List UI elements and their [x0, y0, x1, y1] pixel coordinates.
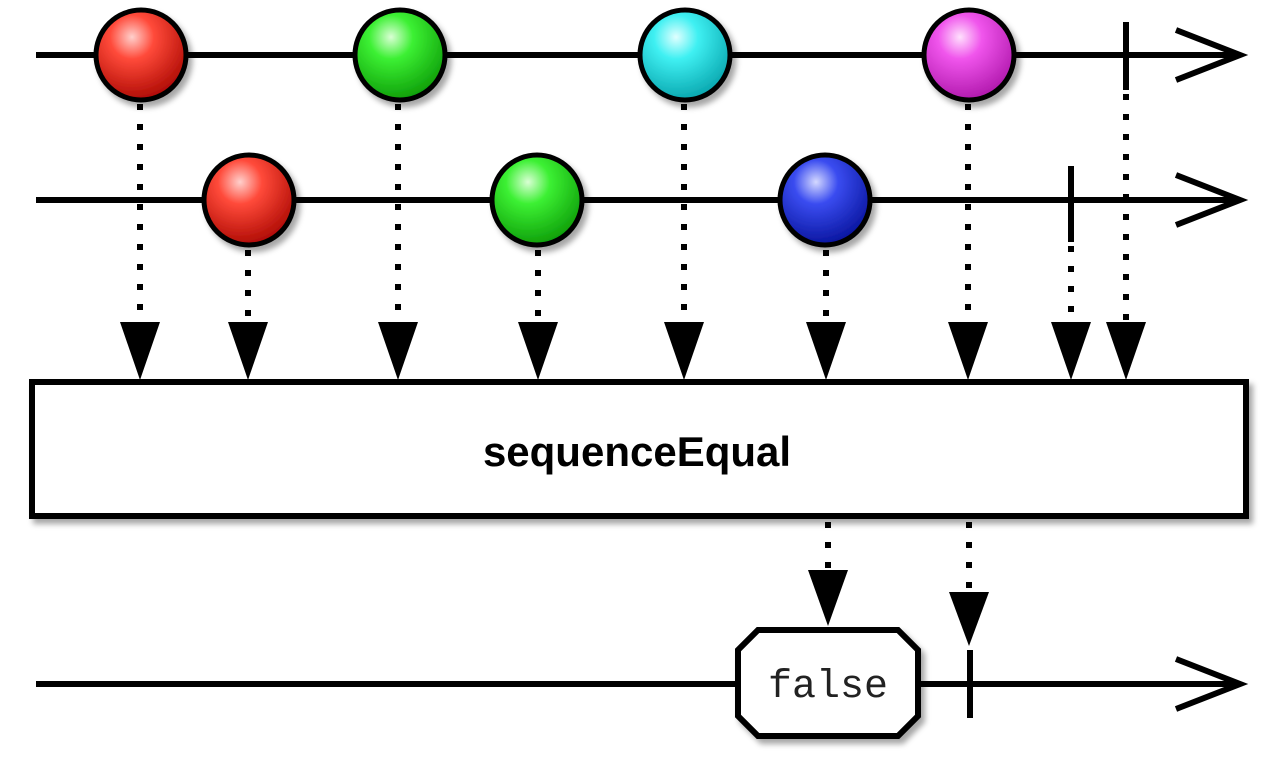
result-item: false — [735, 627, 921, 739]
output-timeline — [36, 650, 1249, 718]
marble-red — [201, 152, 297, 248]
marble-green — [352, 7, 448, 103]
marble-magenta — [921, 7, 1017, 103]
marble-blue — [777, 152, 873, 248]
operator-box: sequenceEqual — [29, 379, 1249, 519]
operator-label: sequenceEqual — [483, 428, 791, 475]
result-label: false — [768, 665, 888, 710]
input-arrows — [137, 94, 1129, 322]
marble-red — [93, 7, 189, 103]
marble-green — [489, 152, 585, 248]
output-arrows — [825, 522, 972, 594]
output-arrowheads — [808, 570, 989, 646]
marble-cyan — [637, 7, 733, 103]
first-source-marbles — [93, 7, 1017, 103]
second-source-marbles — [201, 152, 873, 248]
input-arrowheads — [120, 322, 1146, 380]
